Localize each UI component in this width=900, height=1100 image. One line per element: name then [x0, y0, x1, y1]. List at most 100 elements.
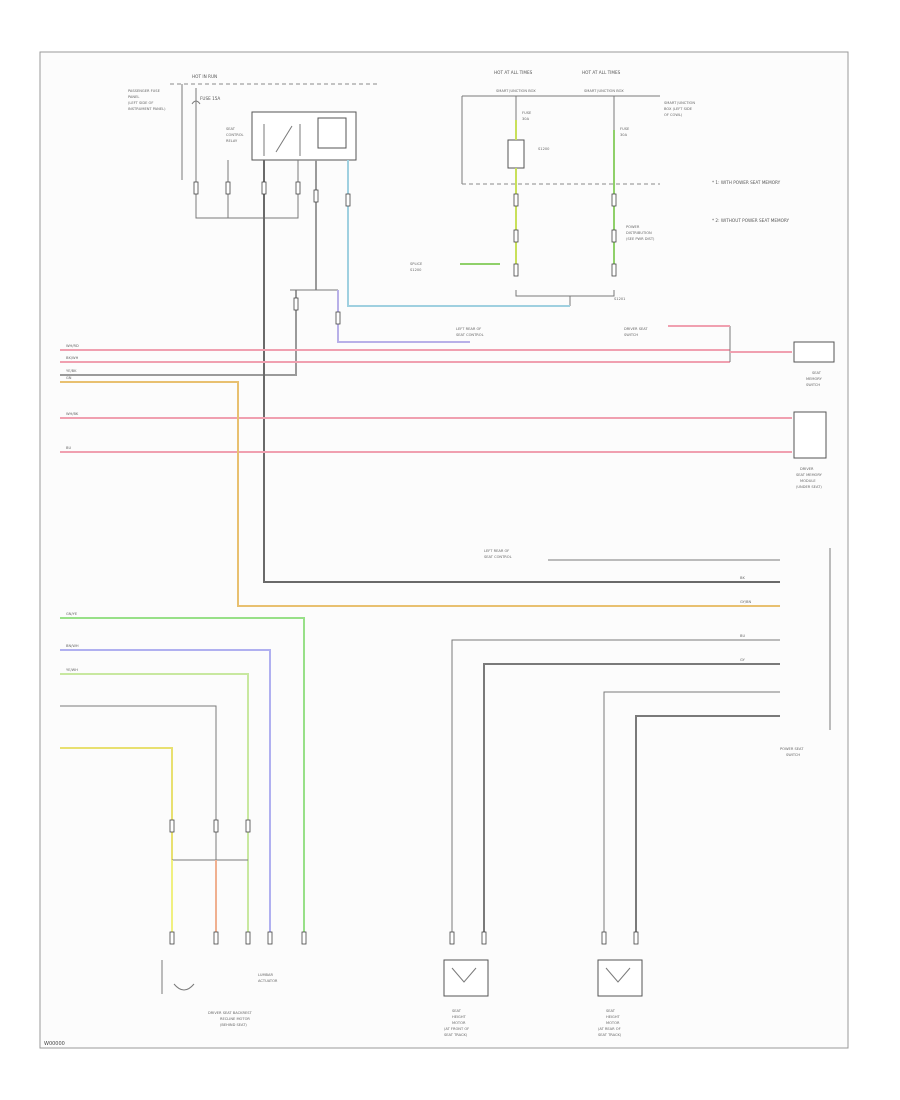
wire-teal-relay	[347, 160, 570, 307]
connector-pin	[513, 193, 519, 207]
wire-purple-a	[337, 290, 470, 343]
connector-pin	[481, 931, 487, 945]
connector-pin	[313, 189, 319, 203]
right-top-label-2: SEAT CONTROL	[484, 555, 512, 559]
seat-module-label-3: MODULE	[800, 479, 816, 483]
seat-label-1: SEAT	[812, 371, 822, 375]
splice-connector	[515, 290, 615, 297]
footer-ref: W00000	[44, 1041, 65, 1047]
fuse-left-panel-label-2: PANEL	[128, 95, 139, 99]
connector-pin	[513, 263, 519, 277]
fuse-left-panel-label-3: (LEFT SIDE OF	[128, 101, 153, 105]
connector-pin	[611, 193, 617, 207]
left-wire-code: WH/RD	[66, 344, 79, 348]
motor-rear-symbol	[605, 967, 631, 983]
pwr-dist-label-2: DISTRIBUTION	[626, 231, 652, 235]
right-top-label-1: LEFT REAR OF	[484, 549, 509, 553]
motor-a-feed-1	[451, 639, 780, 934]
mid-wire-code: GY/BN	[740, 600, 751, 604]
motor-b-label-5: SEAT TRACK)	[598, 1033, 622, 1037]
motor-b-label-4: (AT REAR OF	[598, 1027, 621, 1031]
fuse-right-panel-label-2: BOX (LEFT SIDE	[664, 107, 693, 111]
mid-wire-code: GY	[740, 658, 746, 662]
left-wire-code: YE/BK	[66, 369, 77, 373]
relay-label-2: CONTROL	[226, 133, 244, 137]
diagram-frame	[39, 51, 849, 1049]
left-wire-code: BN/WH	[66, 644, 79, 648]
left-wire-code: GN	[66, 376, 72, 380]
fuse-right-fuse-a-1: FUSE	[522, 111, 532, 115]
left-wire-code: WH/BK	[66, 412, 79, 416]
relay-coil	[317, 117, 347, 149]
motor-a-label-1: SEAT	[452, 1009, 462, 1013]
connector-pin	[261, 181, 267, 195]
fuse-right-panel-label-3: OF COWL)	[664, 113, 683, 117]
seat-height-motor-rear	[597, 959, 643, 997]
connector-pin	[193, 181, 199, 195]
connector-pin	[213, 819, 219, 833]
wire-gray-relay-2	[60, 290, 297, 376]
relay-label-3: RELAY	[226, 139, 238, 143]
motor-b-label-2: HEIGHT	[606, 1015, 621, 1019]
relay-contact	[263, 124, 301, 156]
pwr-dist-label-3: (SEE PWR DIST)	[626, 237, 655, 241]
fuse-right-bus-a: SMART JUNCTION BOX	[496, 89, 536, 93]
connector-pin	[169, 819, 175, 833]
wire-codes: WH/RD BK/WH YE/BK GN WH/BK BU GN/YE BN/WH YE/WH B…	[66, 344, 751, 672]
fuse-right-bus-b: SMART JUNCTION BOX	[584, 89, 624, 93]
power-seat-label-1: POWER SEAT	[780, 747, 804, 751]
mid-wire-code: BK	[740, 576, 745, 580]
connector-pin	[611, 263, 617, 277]
motor-a-label-3: MOTOR	[452, 1021, 466, 1025]
fuse-right-panel-label-1: SMART JUNCTION	[664, 101, 695, 105]
connector-pin	[513, 229, 519, 243]
motor-front-symbol	[451, 967, 477, 983]
connector-pin	[169, 931, 175, 945]
motor-b-feed-1	[603, 691, 780, 934]
motor-b-feed-2	[635, 715, 780, 934]
wire-green-lower	[60, 617, 305, 934]
fuse-left-fuse-label: FUSE 15A	[200, 96, 220, 101]
connector-pin	[295, 181, 301, 195]
connector-pin	[449, 931, 455, 945]
ground-ref-2: S1200	[410, 268, 422, 272]
connector-pin	[245, 931, 251, 945]
motor-a-label-5: SEAT TRACK)	[444, 1033, 468, 1037]
mid-wire-code: BU	[740, 634, 745, 638]
wire-brown-lower	[60, 705, 217, 860]
fuse-right-fuse-b-2: 30A	[620, 133, 628, 137]
left-wire-code: BK/WH	[66, 356, 79, 360]
lumbar-label-2: ACTUATOR	[258, 979, 278, 983]
left-wire-code: YE/WH	[66, 668, 78, 672]
connector-pins	[169, 181, 639, 945]
seat-module-label-4: (UNDER SEAT)	[796, 485, 822, 489]
motor-b-label-3: MOTOR	[606, 1021, 620, 1025]
connector-pin	[245, 819, 251, 833]
left-wire-code: GN/YE	[66, 612, 78, 616]
left-wire-code: BU	[66, 446, 71, 450]
fuse-left-panel-label-4: INSTRUMENT PANEL)	[128, 107, 166, 111]
note-2: * 2: WITHOUT POWER SEAT MEMORY	[712, 218, 790, 223]
fuse-left-panel-label-1: PASSENGER FUSE	[128, 89, 161, 93]
note-1: * 1: WITH POWER SEAT MEMORY	[712, 180, 781, 185]
motor-a-label-4: (AT FRONT OF	[444, 1027, 469, 1031]
connector-pin	[213, 931, 219, 945]
motor-a-feed-2	[483, 663, 780, 934]
switch-label-1: DRIVER SEAT	[624, 327, 648, 331]
fuse-left-header: HOT IN RUN	[192, 74, 217, 79]
fuse-right-fuse-a-2: 30A	[522, 117, 530, 121]
left-rear-label-1: LEFT REAR OF	[456, 327, 481, 331]
motor-a-label-2: HEIGHT	[452, 1015, 467, 1019]
ground-ref-1: SPLICE	[410, 262, 423, 266]
wire-greenyellow-lower	[60, 673, 249, 934]
seat-label-2: MEMORY	[806, 377, 823, 381]
splice-a-label: S1200	[538, 147, 550, 151]
left-rear-label-2: SEAT CONTROL	[456, 333, 484, 337]
connector-pin	[225, 181, 231, 195]
lower-actuator-label-1: DRIVER SEAT BACKREST	[208, 1011, 253, 1015]
fuse-right-header-a: HOT AT ALL TIMES	[494, 70, 533, 75]
fuse-right-header-b: HOT AT ALL TIMES	[582, 70, 621, 75]
lower-actuator-label-3: (BEHIND SEAT)	[220, 1023, 247, 1027]
wire-blue-lower	[60, 649, 271, 934]
